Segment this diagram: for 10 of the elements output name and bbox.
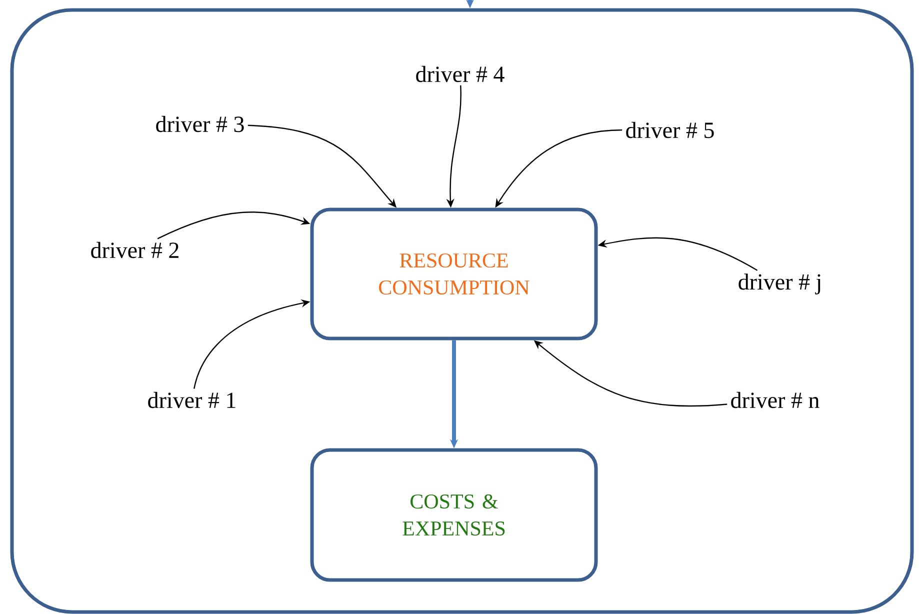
- driver-label: driver # n: [731, 392, 820, 408]
- driver-label: driver # j: [738, 274, 820, 294]
- driver-label: driver # 5: [626, 122, 714, 138]
- process-box: COSTS & EXPENSES: [310, 448, 598, 582]
- driver-label: driver # 2: [91, 242, 178, 258]
- driver-label: driver # 1: [148, 392, 236, 408]
- process-box: RESOURCE CONSUMPTION: [310, 208, 598, 340]
- driver-label: driver # 3: [156, 116, 244, 132]
- driver-label: driver # 4: [416, 66, 504, 82]
- frame-box: [10, 8, 914, 614]
